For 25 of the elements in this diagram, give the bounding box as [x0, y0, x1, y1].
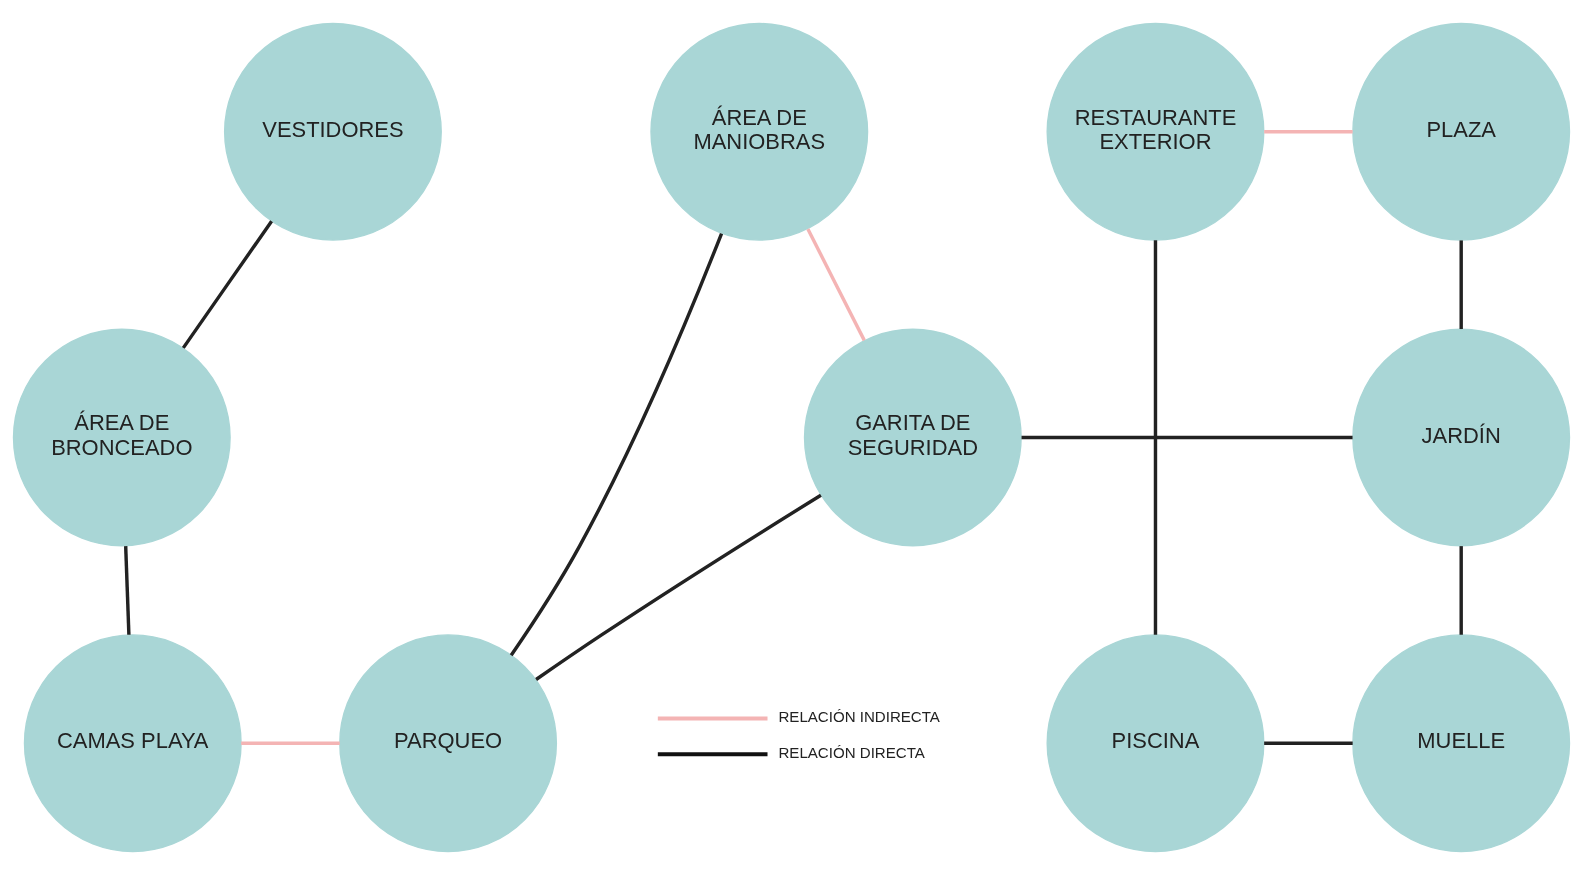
node-circle: ÁREA DE MANIOBRAS [650, 22, 869, 241]
node-circle: CAMAS PLAYA [23, 633, 242, 852]
connector [241, 741, 340, 745]
node-circle: PISCINA [1046, 633, 1265, 852]
connector [1264, 129, 1353, 133]
legend-label: RELACIÓN INDIRECTA [778, 707, 940, 725]
legend-label: RELACIÓN DIRECTA [778, 743, 925, 761]
node-circle: RESTAURANTE EXTERIOR [1046, 22, 1265, 241]
connector [1021, 435, 1353, 439]
connector [509, 232, 724, 656]
node-circle: MUELLE [1352, 633, 1571, 852]
node-circle: PARQUEO [339, 633, 558, 852]
connector [806, 227, 866, 341]
node-circle: PLAZA [1352, 22, 1571, 241]
node-circle: VESTIDORES [223, 22, 442, 241]
node-circle: JARDÍN [1352, 328, 1571, 546]
connector [181, 219, 273, 349]
connector [535, 493, 822, 681]
connector [1459, 239, 1463, 329]
connector [1459, 545, 1463, 635]
node-circle: ÁREA DE BRONCEADO [12, 328, 231, 546]
node-circle: GARITA DE SEGURIDAD [803, 328, 1022, 546]
connector [123, 545, 131, 635]
connector [1153, 239, 1158, 635]
connector [1264, 741, 1353, 745]
